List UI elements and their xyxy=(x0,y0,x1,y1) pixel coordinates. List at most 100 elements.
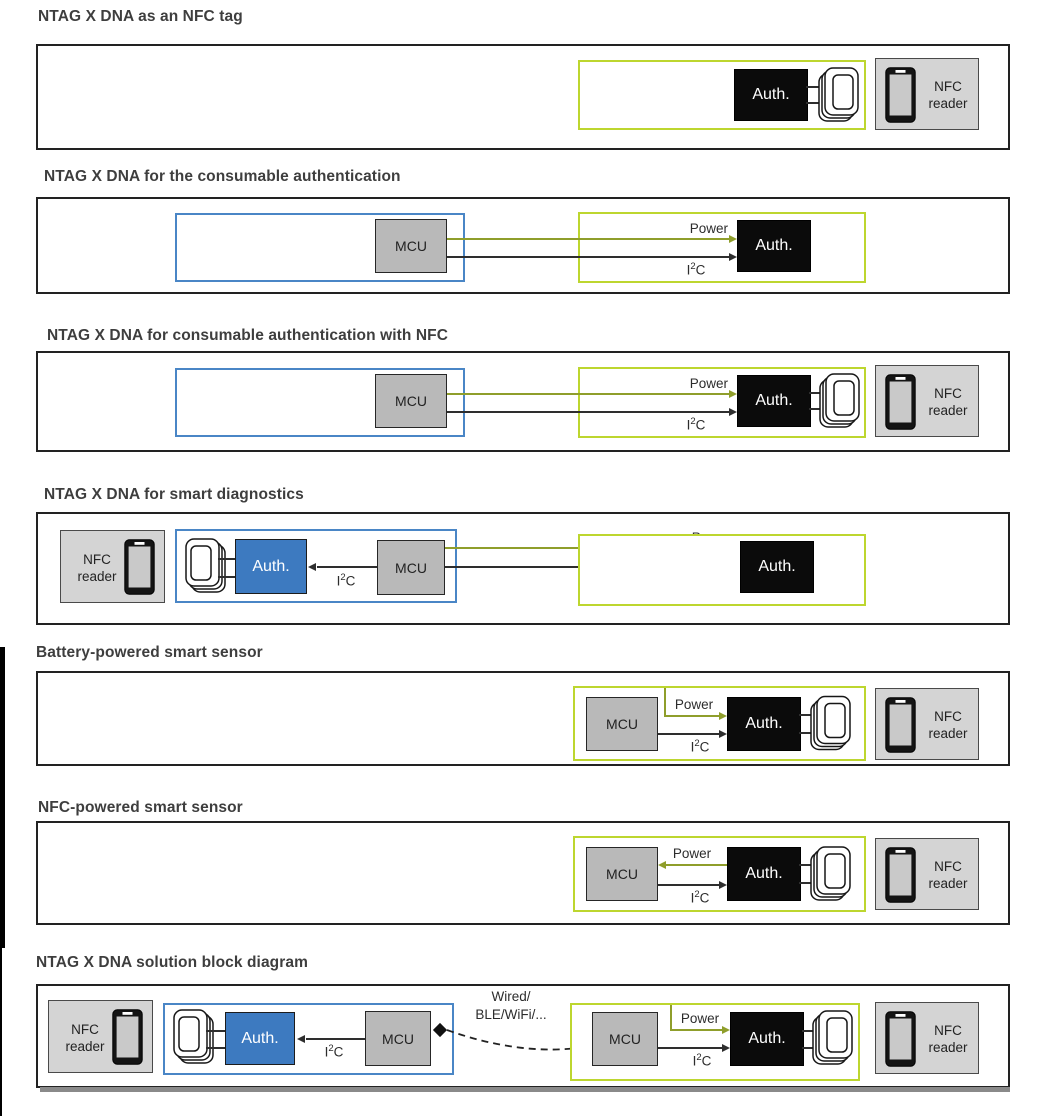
power-line xyxy=(670,1029,723,1031)
antenna-connector xyxy=(799,864,812,866)
antenna-icon xyxy=(818,67,862,123)
i2c-line xyxy=(317,566,377,568)
auth-chip: Auth. xyxy=(727,697,801,751)
smartphone-icon xyxy=(885,1011,916,1067)
i2c-label: I2C xyxy=(324,1043,344,1060)
power-line xyxy=(447,238,730,240)
mcu-chip: MCU xyxy=(375,374,447,428)
link-label-line1: Wired/ xyxy=(491,989,531,1004)
i2c-label: I2C xyxy=(686,261,706,278)
section-title: NTAG X DNA for smart diagnostics xyxy=(44,486,304,503)
auth-chip: Auth. xyxy=(727,847,801,901)
power-arrowhead xyxy=(722,1025,730,1034)
mcu-chip: MCU xyxy=(377,540,445,595)
smartphone-icon xyxy=(885,697,916,753)
i2c-arrowhead xyxy=(308,562,316,571)
antenna-connector xyxy=(802,1030,814,1032)
antenna-connector xyxy=(799,714,812,716)
power-label: Power xyxy=(680,1011,720,1026)
antenna-connector xyxy=(206,1030,225,1032)
antenna-coil-icon xyxy=(185,538,226,593)
section-title: NTAG X DNA solution block diagram xyxy=(36,954,308,971)
link-label-line2: BLE/WiFi/... xyxy=(475,1007,547,1022)
antenna-icon xyxy=(812,1010,856,1066)
i2c-arrowhead xyxy=(297,1034,305,1043)
antenna-connector xyxy=(206,1047,225,1049)
mcu-chip: MCU xyxy=(586,847,658,901)
antenna-icon xyxy=(810,846,854,902)
antenna-coil-icon xyxy=(812,1010,853,1065)
antenna-connector xyxy=(809,392,822,394)
smartphone-icon xyxy=(885,374,916,430)
antenna-coil-icon xyxy=(810,695,851,751)
green-frame xyxy=(578,534,866,606)
power-label: Power xyxy=(672,846,712,861)
i2c-label: I2C xyxy=(686,416,706,433)
i2c-label: I2C xyxy=(690,889,710,906)
phone-icon xyxy=(885,67,916,123)
mcu-chip: MCU xyxy=(586,697,658,751)
antenna-coil-icon xyxy=(818,67,859,122)
section-title: NTAG X DNA for the consumable authentica… xyxy=(44,168,401,185)
section-title: NFC-powered smart sensor xyxy=(38,799,243,816)
antenna-connector xyxy=(806,102,822,104)
smartphone-icon xyxy=(112,1009,143,1065)
antenna-connector xyxy=(809,408,822,410)
page-edge-strip xyxy=(0,647,5,948)
slide-edge-bar xyxy=(40,1087,1010,1092)
green-frame xyxy=(578,60,866,130)
power-label: Power xyxy=(689,376,728,391)
auth-chip: Auth. xyxy=(740,541,814,593)
phone-icon xyxy=(112,1009,143,1065)
section-title: NTAG X DNA for consumable authentication… xyxy=(47,327,449,344)
auth-chip: Auth. xyxy=(734,69,808,121)
antenna-connector xyxy=(799,882,812,884)
i2c-arrowhead xyxy=(719,729,727,738)
mcu-chip: MCU xyxy=(375,219,447,273)
phone-icon xyxy=(885,847,916,903)
antenna-coil-icon xyxy=(810,846,851,901)
section-title: NTAG X DNA as an NFC tag xyxy=(38,8,243,25)
power-line xyxy=(447,393,730,395)
antenna-connector xyxy=(218,576,235,578)
antenna-icon xyxy=(170,1009,214,1065)
i2c-line xyxy=(658,884,720,886)
antenna-connector xyxy=(806,86,822,88)
smartphone-icon xyxy=(885,67,916,123)
auth-chip-blue: Auth. xyxy=(225,1012,295,1065)
smartphone-icon xyxy=(885,847,916,903)
antenna-coil-icon xyxy=(819,373,860,428)
i2c-arrowhead xyxy=(722,1043,730,1052)
antenna-connector xyxy=(802,1047,814,1049)
antenna-icon xyxy=(819,373,863,429)
i2c-arrowhead xyxy=(719,880,727,889)
phone-icon xyxy=(124,539,155,595)
phone-icon xyxy=(885,697,916,753)
mcu-chip: MCU xyxy=(592,1012,658,1066)
power-label: Power xyxy=(689,221,728,236)
power-line-elbow xyxy=(670,1005,672,1031)
antenna-connector xyxy=(218,558,235,560)
power-arrowhead xyxy=(719,711,727,720)
power-line xyxy=(664,715,720,717)
i2c-line xyxy=(306,1038,365,1040)
i2c-line xyxy=(447,411,730,413)
smartphone-icon xyxy=(124,539,155,595)
power-label: Power xyxy=(674,697,714,712)
green-frame xyxy=(578,212,866,283)
phone-icon xyxy=(885,1011,916,1067)
i2c-label: I2C xyxy=(336,572,356,589)
antenna-coil-icon xyxy=(173,1009,214,1064)
i2c-line xyxy=(658,1047,723,1049)
i2c-arrowhead xyxy=(729,252,737,261)
i2c-line xyxy=(447,256,730,258)
